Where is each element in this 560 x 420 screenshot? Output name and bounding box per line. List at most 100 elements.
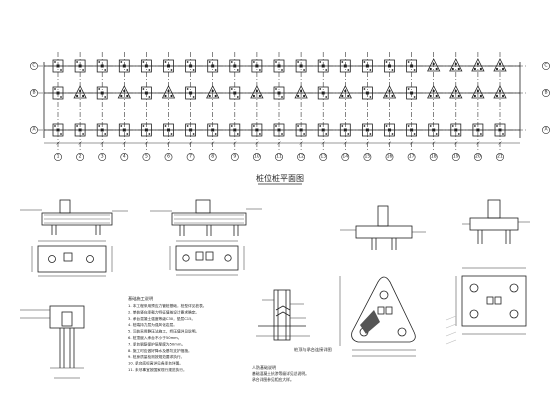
row-axis-label: C	[544, 63, 547, 69]
dimension-tick	[211, 141, 215, 145]
row-axis-label: C	[32, 63, 35, 69]
design-notes: 基础施工说明 1. 本工程采用预应力管桩基础，桩型详见桩表。2. 单桩竖向承载力…	[128, 295, 206, 372]
pile-cap	[251, 123, 263, 137]
dimension-tick	[166, 141, 171, 145]
dimension-tick	[454, 141, 458, 145]
column-axis-bubble: 7	[186, 153, 195, 161]
column-axis-label: 14	[342, 154, 348, 160]
notes-heading: 基础施工说明	[128, 295, 153, 302]
pile-cap	[339, 123, 351, 137]
dimension-tick	[343, 141, 347, 145]
column-axis-bubble: 17	[407, 153, 416, 161]
pile-cap	[317, 59, 329, 73]
dimension-tick	[100, 141, 104, 145]
row-axis-bubble: A	[542, 126, 550, 134]
dimension-tick	[277, 141, 281, 145]
pile-cap	[493, 85, 507, 99]
dimension-tick	[387, 141, 392, 145]
pile-cap	[118, 123, 130, 137]
row-axis-label: A	[32, 127, 36, 133]
cap-detail-section-1	[20, 199, 128, 277]
column-axis-bubble: 18	[429, 153, 438, 161]
pile-cap	[118, 59, 130, 73]
column-axis-bubble: 9	[230, 153, 239, 161]
column-axis-label: 11	[276, 154, 282, 160]
column-axis-label: 10	[254, 154, 260, 160]
column-axis-label: 1	[57, 154, 60, 160]
pile-cap	[185, 123, 197, 137]
pile-cap	[339, 59, 351, 73]
column-axis-label: 6	[167, 154, 170, 160]
pile-cap	[493, 58, 507, 72]
row-axis-label: B	[544, 90, 547, 96]
row-axis-bubbles-right: C B A	[542, 62, 550, 134]
column-axis-bubble: 6	[164, 153, 173, 161]
cap-detail-section-3	[340, 205, 426, 250]
column-axis-label: 8	[211, 154, 214, 160]
footnote-line-1: 基础混凝土抗渗等级详见总说明。	[252, 371, 309, 376]
pile-cap	[96, 59, 108, 73]
dimension-tick	[365, 141, 370, 145]
pile-cap	[140, 86, 152, 100]
pile-cap	[449, 58, 463, 72]
notes-line: 2. 单桩竖向承载力特征值按设计要求确定。	[128, 309, 199, 314]
pile-cap	[427, 85, 441, 99]
pile-cap	[163, 123, 174, 137]
column-axis-label: 20	[475, 154, 481, 160]
notes-line: 7. 承台钢筋保护层厚度为50mm。	[128, 341, 185, 346]
pile-cap	[361, 123, 373, 137]
column-axis-bubble: 8	[208, 153, 217, 161]
pile-cap	[295, 123, 307, 137]
footnote-line-2: 承台详图参见相应大样。	[252, 377, 294, 382]
dimension-tick	[122, 141, 126, 145]
four-pile-cap-plan	[445, 267, 527, 345]
pile-cap-connection-detail: 桩顶与承台连接详图	[256, 289, 332, 353]
pile-cap	[317, 123, 329, 137]
pile-cap	[273, 123, 285, 137]
pile-cap	[406, 59, 418, 73]
pile-cap	[251, 59, 263, 73]
pile-cap	[73, 85, 87, 99]
pile-cap	[472, 123, 484, 137]
dimension-tick	[321, 141, 325, 145]
column-axis-bubble: 10	[252, 153, 261, 161]
dimension-tick	[432, 141, 436, 145]
notes-line: 9. 桩身质量检测按规范要求执行。	[128, 354, 184, 359]
row-axis-bubbles-left: CBA	[30, 62, 38, 134]
column-axis-label: 16	[387, 154, 393, 160]
pile-cap	[185, 86, 197, 100]
column-axis-label: 5	[145, 154, 148, 160]
grid-vertical-lines	[57, 52, 501, 150]
notes-line: 4. 桩端持力层为强风化岩层。	[128, 322, 177, 327]
pile-cap	[52, 86, 64, 100]
row-axis-bubble: B	[542, 89, 550, 97]
column-axis-label: 21	[497, 154, 503, 160]
pile-cap	[117, 85, 131, 99]
pile-cap	[207, 123, 219, 137]
row-axis-bubble: A	[30, 126, 38, 134]
footnote-heading: 人防基础说明	[252, 364, 276, 370]
pile-cap	[185, 59, 197, 73]
column-axis-label: 4	[123, 154, 126, 160]
notes-line: 5. 沉桩采用静压法施工，终压值详见说明。	[128, 329, 199, 334]
pile-cap	[427, 58, 441, 72]
dimension-tick	[233, 141, 237, 145]
column-axis-label: 15	[365, 154, 371, 160]
column-axis-bubble: 13	[319, 153, 328, 161]
column-axis-bubble: 2	[76, 153, 84, 161]
column-axis-label: 9	[233, 154, 236, 160]
notes-lines: 1. 本工程采用预应力管桩基础，桩型详见桩表。2. 单桩竖向承载力特征值按设计要…	[128, 303, 206, 372]
column-axis-bubble: 14	[341, 153, 350, 161]
column-axis-bubble: 20	[473, 153, 482, 161]
notes-line: 11. 未尽事宜按国家现行规范执行。	[128, 367, 187, 372]
column-axis-label: 19	[453, 154, 459, 160]
row-axis-label: A	[544, 127, 548, 133]
pile-head-detail	[20, 305, 85, 379]
pile-cap	[295, 59, 307, 73]
footnote: 人防基础说明 基础混凝土抗渗等级详见总说明。 承台详图参见相应大样。	[252, 364, 309, 382]
pile-cap	[361, 86, 373, 100]
column-axis-bubble: 3	[98, 153, 107, 161]
pile-cap	[384, 59, 395, 73]
